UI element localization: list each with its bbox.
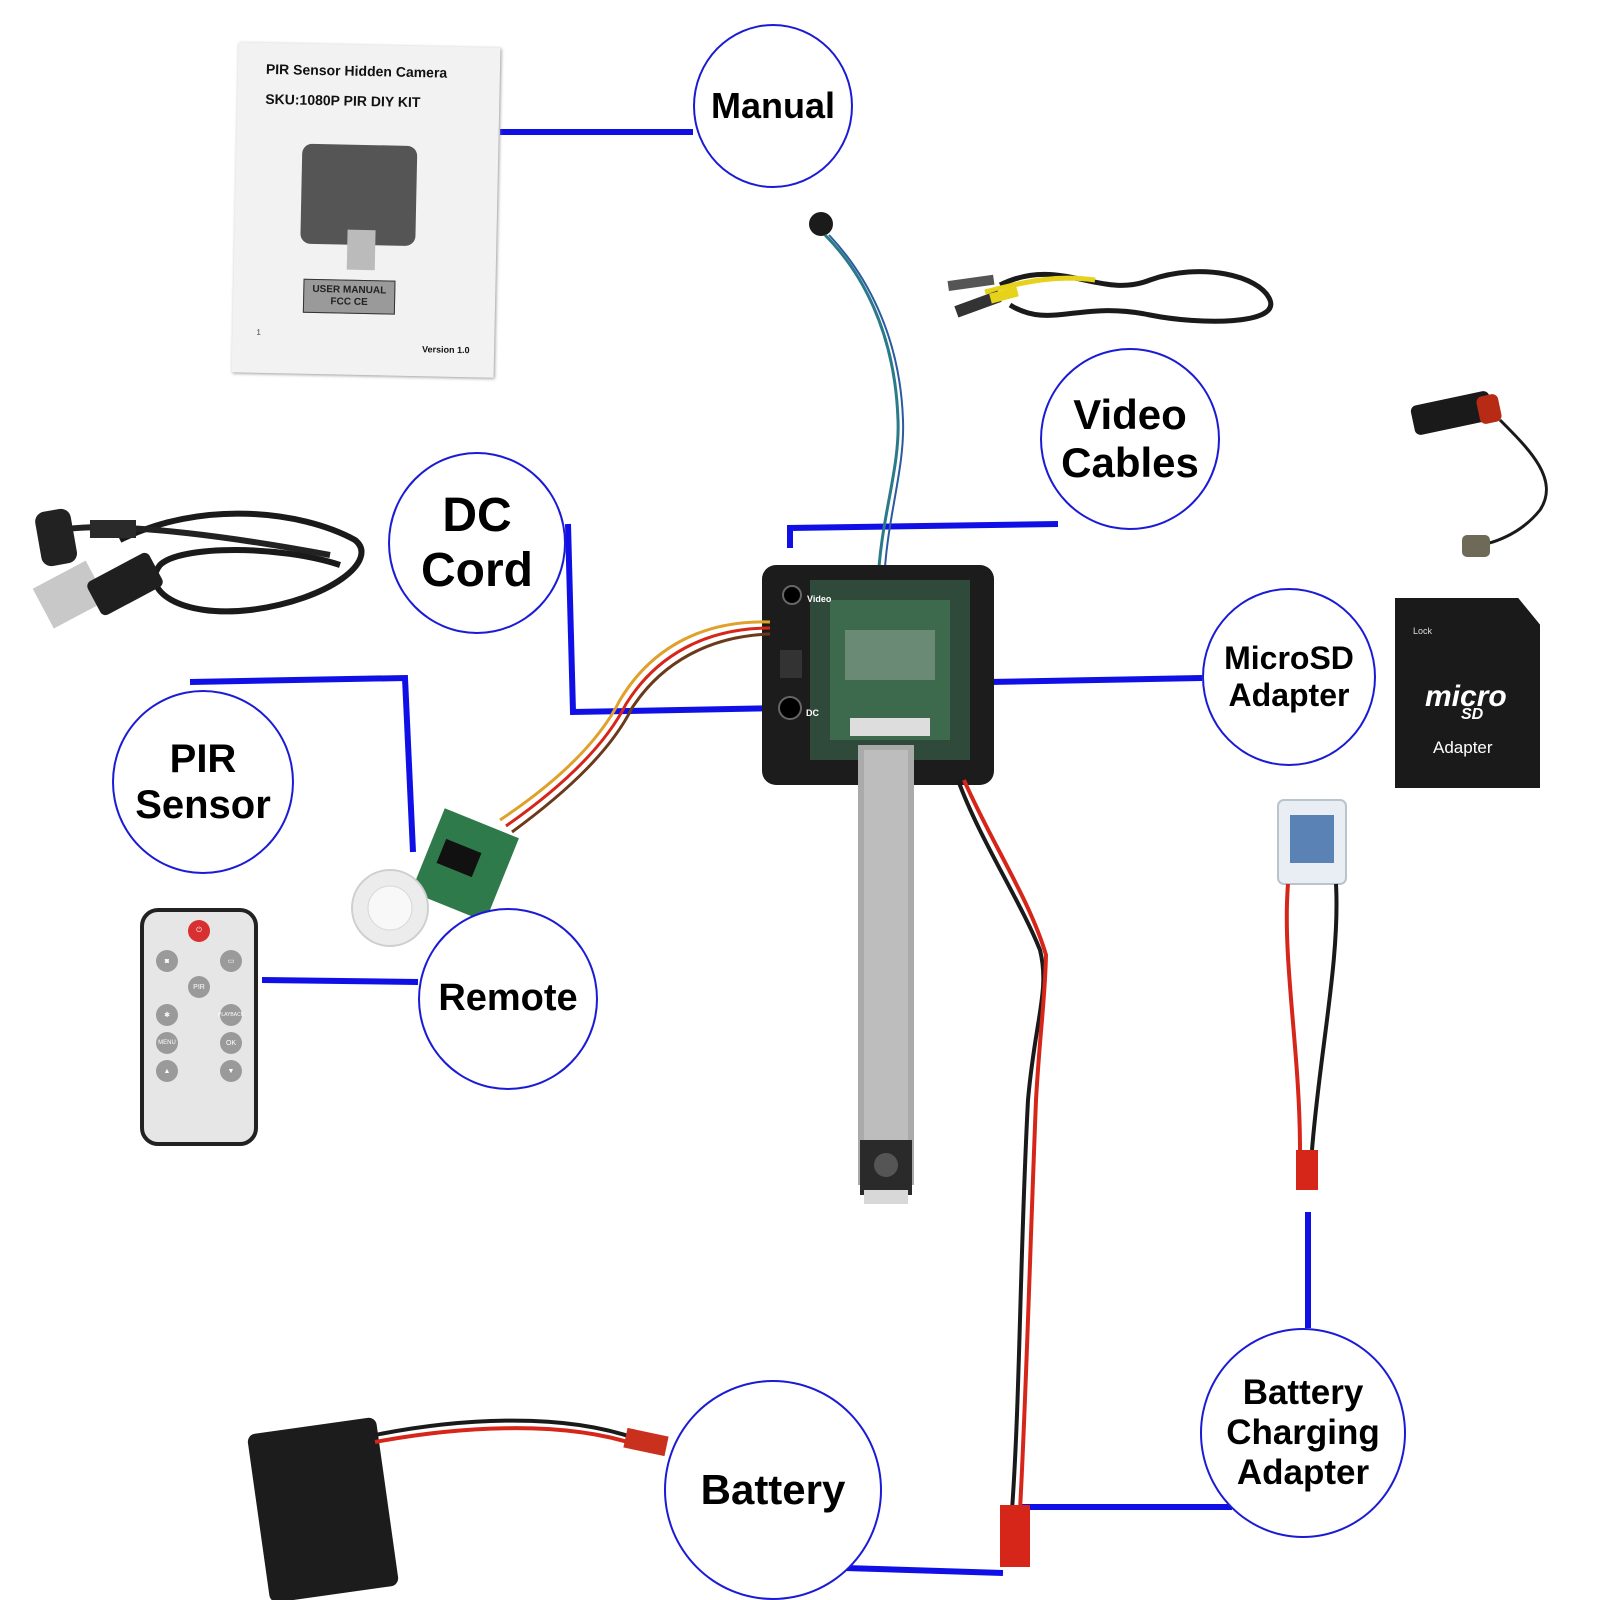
remote-button-menu: MENU bbox=[156, 1032, 178, 1054]
callout-battery: Battery bbox=[664, 1380, 882, 1600]
manual-box-line2: FCC CE bbox=[330, 296, 368, 309]
callout-dc-cord: DC Cord bbox=[388, 452, 566, 634]
video-icon: ▭ bbox=[220, 950, 242, 972]
pir-sensor-module bbox=[351, 620, 771, 947]
camera-icon: ◙ bbox=[156, 950, 178, 972]
callout-manual: Manual bbox=[693, 24, 853, 188]
port-dc-label: DC bbox=[806, 708, 819, 718]
card-reader bbox=[1410, 391, 1548, 557]
sd-adapter-label: Adapter bbox=[1433, 738, 1493, 757]
arrow-up-icon: ▲ bbox=[156, 1060, 178, 1082]
battery-wires bbox=[956, 779, 1049, 1567]
manual-sku: SKU:1080P PIR DIY KIT bbox=[265, 90, 421, 111]
callout-pir-sensor: PIR Sensor bbox=[112, 690, 294, 874]
connector-microsd-adapter bbox=[987, 675, 1203, 685]
camera-board bbox=[762, 565, 994, 1204]
callout-microsd-adapter: MicroSD Adapter bbox=[1202, 588, 1376, 766]
callout-battery-charging-adapter: Battery Charging Adapter bbox=[1200, 1328, 1406, 1538]
manual-version: Version 1.0 bbox=[421, 344, 470, 356]
connector-video-cables bbox=[787, 521, 1059, 548]
remote-button-pir: PIR bbox=[188, 976, 210, 998]
callout-manual-label: Manual bbox=[710, 85, 835, 127]
connector-lines bbox=[189, 129, 1311, 1576]
battery-pack bbox=[247, 1417, 669, 1600]
callout-remote-label: Remote bbox=[438, 977, 578, 1020]
charging-adapter-module bbox=[1277, 799, 1347, 1190]
connector-remote bbox=[261, 977, 419, 985]
manual-box-line1: USER MANUAL bbox=[312, 283, 387, 297]
power-icon: ⏻ bbox=[188, 920, 210, 942]
callout-pir-sensor-label: PIR Sensor bbox=[135, 737, 271, 827]
callout-remote: Remote bbox=[418, 908, 598, 1090]
video-cable bbox=[947, 269, 1274, 324]
manual-title: PIR Sensor Hidden Camera bbox=[265, 60, 448, 81]
callout-battery-label: Battery bbox=[700, 1465, 846, 1513]
callout-battery-charging-adapter-label: Battery Charging Adapter bbox=[1226, 1372, 1380, 1493]
callout-video-cables-label: Video Cables bbox=[1061, 390, 1199, 486]
remote-button-playback: PLAYBACK bbox=[218, 1004, 244, 1026]
manual-label-box: USER MANUAL FCC CE bbox=[302, 278, 396, 315]
sd-lock-label: Lock bbox=[1413, 626, 1433, 636]
sd-brand-sd: SD bbox=[1461, 706, 1484, 723]
manual-page-number: 1 bbox=[256, 327, 261, 337]
usb-dc-cord bbox=[32, 508, 365, 629]
remote-control: ⏻ ◙ ▭ PIR ✱ PLAYBACK MENU OK ▲ ▼ bbox=[140, 908, 258, 1146]
user-manual-booklet: PIR Sensor Hidden Camera SKU:1080P PIR D… bbox=[231, 42, 501, 378]
sd-brand-micro: micro bbox=[1425, 680, 1507, 713]
callout-video-cables: Video Cables bbox=[1040, 348, 1220, 530]
microphone bbox=[809, 212, 905, 586]
callout-dc-cord-label: DC Cord bbox=[421, 488, 533, 597]
callout-microsd-adapter-label: MicroSD Adapter bbox=[1224, 640, 1354, 713]
connector-battery bbox=[844, 1565, 1004, 1576]
remote-button-ok: OK bbox=[220, 1032, 242, 1054]
connector-dc-cord bbox=[565, 523, 787, 716]
connector-pir-sensor bbox=[189, 674, 416, 853]
arrow-down-icon: ▼ bbox=[220, 1060, 242, 1082]
motion-icon: ✱ bbox=[156, 1004, 178, 1026]
manual-photo-ribbon bbox=[346, 229, 376, 271]
port-video-label: Video bbox=[807, 594, 832, 604]
